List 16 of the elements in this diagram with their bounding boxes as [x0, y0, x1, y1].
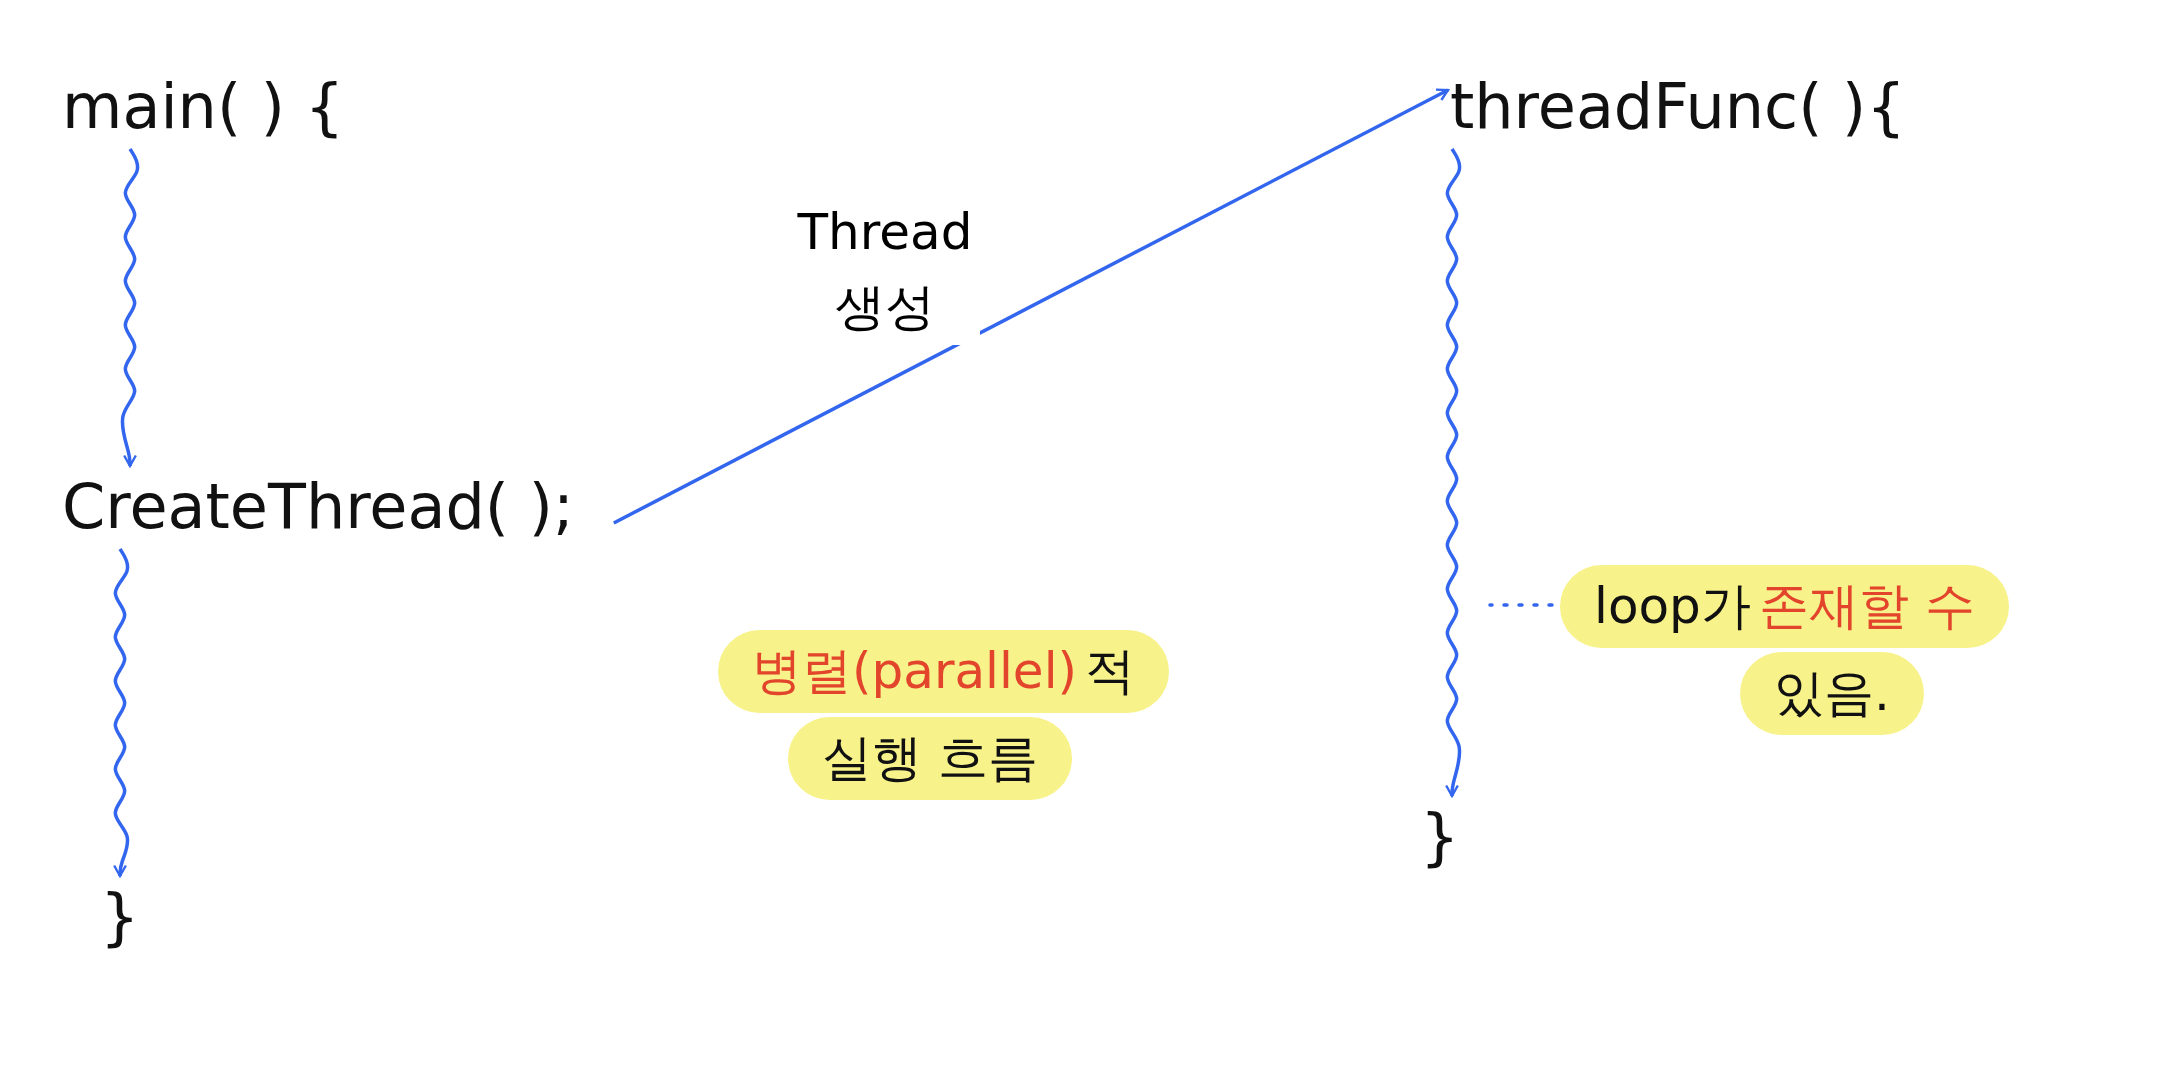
note-text: loop가 [1594, 577, 1751, 635]
note-text: 적 [1085, 642, 1136, 700]
code-text: } [100, 880, 140, 953]
note-text: 실행 흐름 [822, 729, 1038, 787]
note-text: 병렬(parallel) [752, 642, 1078, 700]
wavy-arrow [120, 148, 140, 468]
leader-line [1488, 603, 1554, 607]
wavy-arrow [113, 548, 130, 878]
arrow [612, 88, 1450, 525]
code-text: } [1420, 800, 1460, 873]
code-text: threadFunc( ){ [1450, 70, 1906, 143]
note-text: 있음. [1774, 664, 1890, 722]
wavy-arrow [1445, 148, 1462, 798]
note-text: 존재할 수 [1758, 577, 1975, 635]
code-text: main( ) { [62, 70, 345, 143]
code-text: CreateThread( ); [62, 470, 574, 543]
